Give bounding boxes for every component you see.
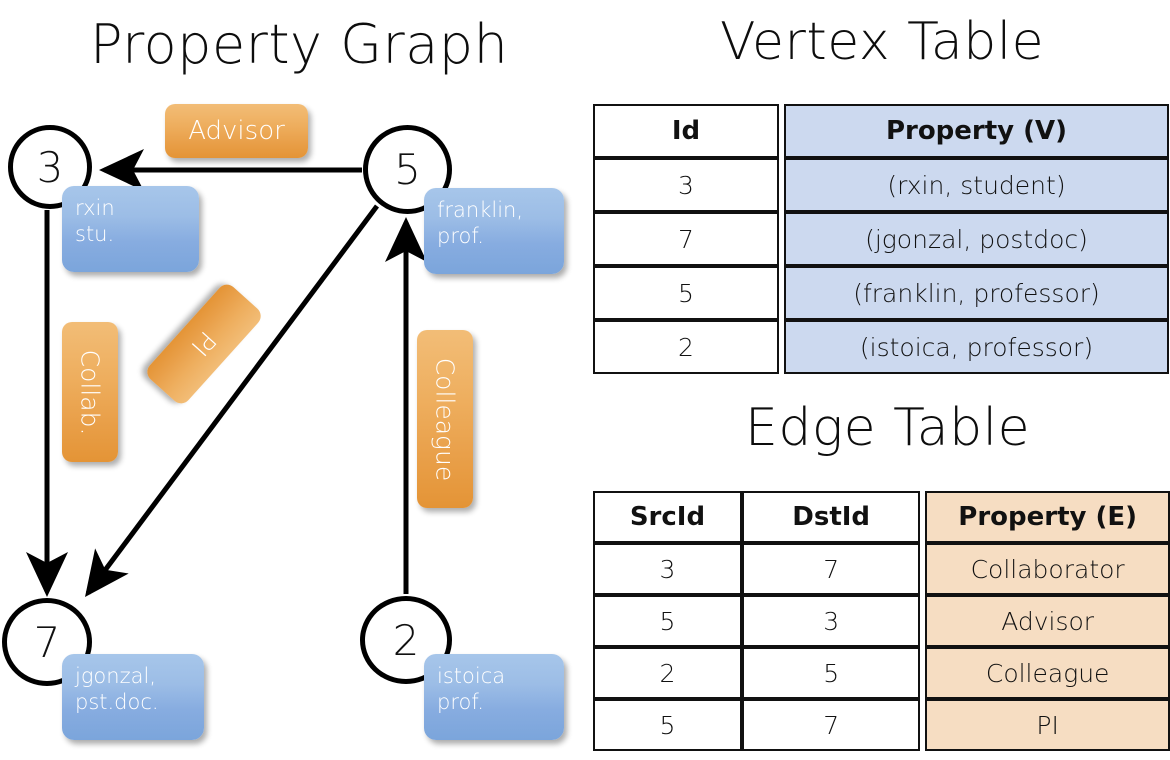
table-header-row: Id Property (V): [593, 104, 1169, 158]
column-gap: [779, 320, 784, 374]
vertex-table: Id Property (V) 3 (rxin, student) 7 (jgo…: [593, 104, 1169, 374]
table-row: 2 (istoica, professor): [593, 320, 1169, 374]
column-gap: [779, 212, 784, 266]
vertex-cell-id: 5: [593, 266, 779, 320]
property-graph-diagram: 3 5 7 2 rxin stu. franklin, prof. jgonza…: [2, 104, 564, 740]
vertex-cell-id: 7: [593, 212, 779, 266]
edge-label-advisor: Advisor: [165, 104, 308, 158]
vertex-cell-id: 3: [593, 158, 779, 212]
edge-cell-property: Advisor: [925, 595, 1170, 647]
edge-header-property: Property (E): [925, 491, 1170, 543]
vertex-cell-property: (franklin, professor): [784, 266, 1169, 320]
table-header-row: SrcId DstId Property (E): [593, 491, 1170, 543]
edge-cell-property: Collaborator: [925, 543, 1170, 595]
column-gap: [779, 266, 784, 320]
graph-node-5-label: 5: [394, 145, 421, 194]
graph-edges-layer: [25, 148, 428, 598]
column-gap: [920, 595, 926, 647]
column-gap: [920, 491, 926, 543]
table-row: 5 3 Advisor: [593, 595, 1170, 647]
node-property-box-5: franklin, prof.: [424, 188, 564, 274]
column-gap: [920, 647, 926, 699]
edge-cell-srcid: 3: [593, 543, 742, 595]
vertex-header-id: Id: [593, 104, 779, 158]
edge-label-pi-text: PI: [185, 325, 223, 363]
table-row: 3 7 Collaborator: [593, 543, 1170, 595]
table-row: 5 (franklin, professor): [593, 266, 1169, 320]
graph-node-2-label: 2: [392, 615, 420, 665]
page-title-vertex-table: Vertex Table: [720, 12, 1045, 72]
edge-cell-dstid: 7: [741, 543, 921, 595]
edge-header-srcid: SrcId: [593, 491, 742, 543]
page-title-property-graph: Property Graph: [90, 13, 509, 76]
edge-label-colleague-text: Colleague: [430, 357, 460, 481]
edge-cell-srcid: 5: [593, 595, 742, 647]
edge-label-collab-text: Collab.: [75, 349, 105, 435]
edge-cell-srcid: 2: [593, 647, 742, 699]
edge-label-colleague: Colleague: [417, 330, 473, 508]
edge-header-dstid: DstId: [741, 491, 921, 543]
table-row: 3 (rxin, student): [593, 158, 1169, 212]
node-property-box-3: rxin stu.: [62, 186, 199, 272]
column-gap: [779, 158, 784, 212]
vertex-cell-property: (istoica, professor): [784, 320, 1169, 374]
edge-label-advisor-text: Advisor: [188, 116, 285, 146]
column-gap: [779, 104, 784, 158]
table-row: 5 7 PI: [593, 699, 1170, 751]
page-title-edge-table: Edge Table: [745, 398, 1031, 458]
edge-cell-dstid: 3: [741, 595, 921, 647]
vertex-header-property: Property (V): [784, 104, 1169, 158]
edge-cell-dstid: 7: [741, 699, 921, 751]
graph-node-7-label: 7: [33, 617, 61, 667]
vertex-cell-property: (jgonzal, postdoc): [784, 212, 1169, 266]
column-gap: [920, 699, 926, 751]
edge-table: SrcId DstId Property (E) 3 7 Collaborato…: [593, 491, 1170, 751]
edge-5-to-7: [85, 204, 380, 598]
graph-node-5[interactable]: 5: [363, 125, 452, 214]
vertex-cell-property: (rxin, student): [784, 158, 1169, 212]
edge-cell-property: PI: [925, 699, 1170, 751]
edge-cell-srcid: 5: [593, 699, 742, 751]
column-gap: [920, 543, 926, 595]
edge-cell-dstid: 5: [741, 647, 921, 699]
edge-label-collab: Collab.: [62, 322, 118, 462]
node-property-box-2: istoica prof.: [424, 654, 564, 740]
graph-node-3-label: 3: [36, 142, 64, 192]
graph-node-2[interactable]: 2: [360, 596, 452, 684]
table-row: 7 (jgonzal, postdoc): [593, 212, 1169, 266]
vertex-cell-id: 2: [593, 320, 779, 374]
edge-cell-property: Colleague: [925, 647, 1170, 699]
node-property-box-7: jgonzal, pst.doc.: [62, 654, 204, 740]
table-row: 2 5 Colleague: [593, 647, 1170, 699]
